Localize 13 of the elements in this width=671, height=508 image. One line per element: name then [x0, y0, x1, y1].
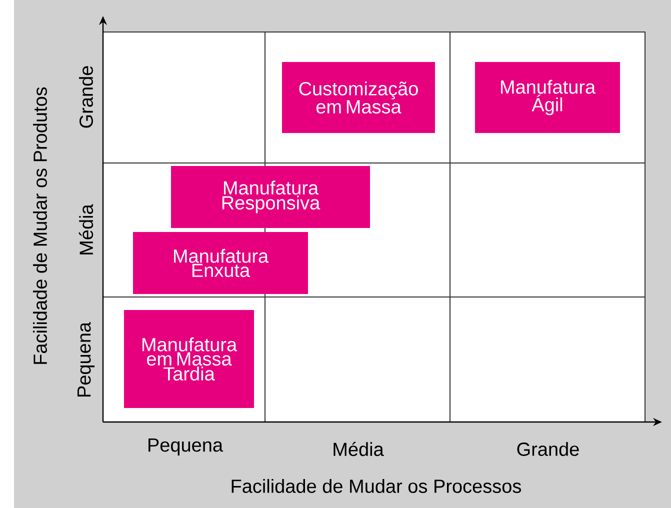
strategy-box: Manufatura Responsiva	[171, 166, 370, 228]
axis-tick-label: Média	[78, 204, 94, 254]
axis-title: Facilidade de Mudar os Processos	[232, 479, 521, 493]
axis-tick-label: Pequena	[78, 322, 94, 396]
axis-tick-label: Pequena	[148, 438, 224, 456]
strategy-box: Manufatura Ágil	[475, 62, 620, 133]
axis-title: Facilidade de Mudar os Produtos	[33, 87, 47, 364]
axis-tick-label: Grande	[517, 442, 579, 456]
axis-tick-label: Grande	[79, 66, 93, 128]
axis-tick-label: Média	[334, 442, 384, 456]
strategy-box: Manufatura em Massa Tardia	[124, 310, 254, 408]
strategy-box: Manufatura Enxuta	[133, 232, 308, 294]
strategy-box: Customização em Massa	[282, 62, 435, 133]
